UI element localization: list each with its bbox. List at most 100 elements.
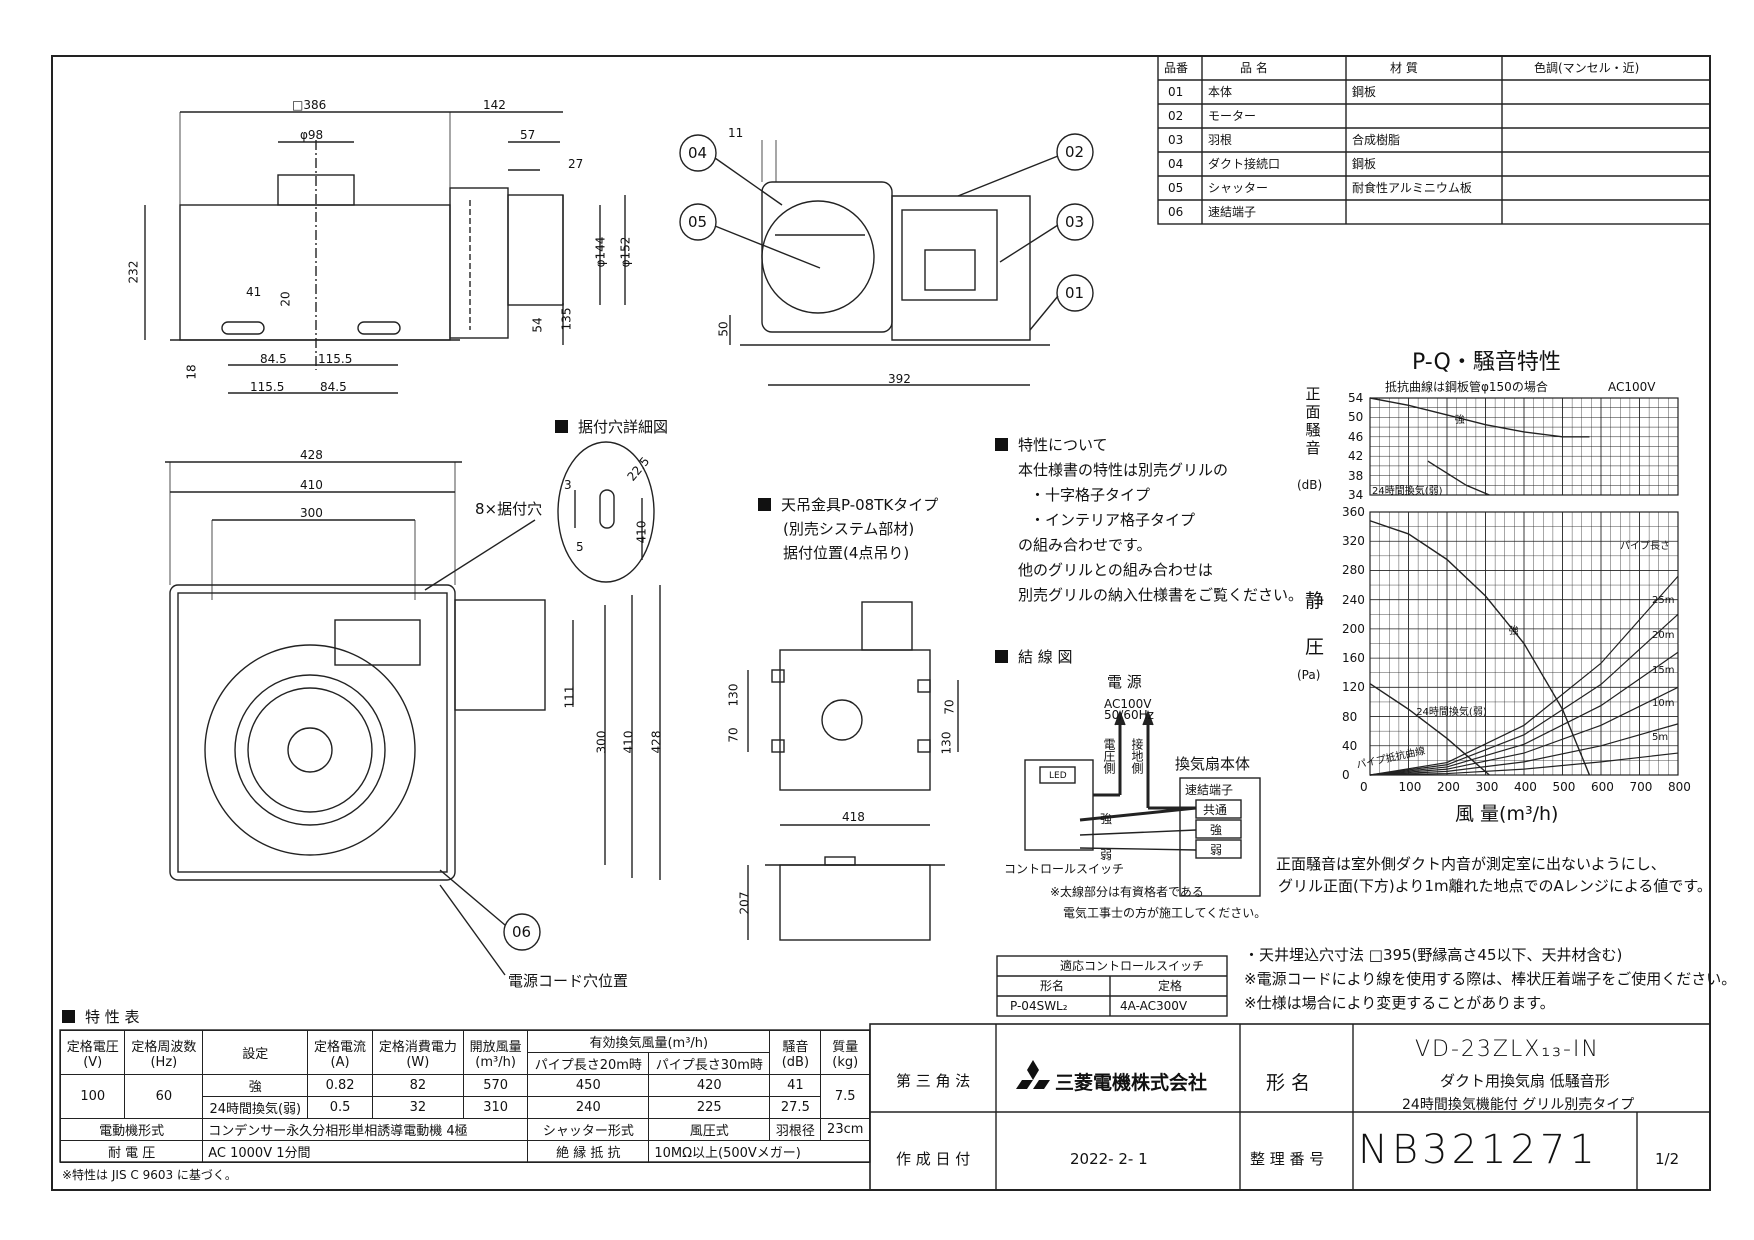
noise-tick-label: 42 xyxy=(1348,449,1364,464)
spec-airflow: 310 xyxy=(462,1096,529,1119)
mount-hole-detail-drawing xyxy=(557,441,655,583)
x-tick-label: 400 xyxy=(1514,780,1537,794)
pressure-curve xyxy=(1369,520,1591,776)
dim-label: φ98 xyxy=(300,128,324,142)
mitsubishi-logo xyxy=(1016,1060,1050,1089)
switch-header: 定格 xyxy=(1158,979,1183,993)
front-view-drawing xyxy=(679,133,1094,386)
series-label: 24時間換気(弱) xyxy=(1416,706,1487,718)
dim-label: 18 xyxy=(184,364,199,380)
series-label: 強 xyxy=(1508,626,1519,638)
spec-header: 質量(kg) xyxy=(820,1030,870,1075)
spec-table: 定格電圧(V) 定格周波数(Hz) 設定 定格電流(A) 定格消費電力(W) 開… xyxy=(59,1030,870,1163)
pipe-resistance-curve xyxy=(1369,686,1679,776)
pressure-tick-label: 40 xyxy=(1342,738,1358,753)
model-label: 形 名 xyxy=(1266,1072,1311,1094)
dim-label: 142 xyxy=(483,98,506,112)
terminal-strong: 強 xyxy=(1210,823,1223,837)
pipe-resistance-curve xyxy=(1369,723,1679,776)
dim-label: 5 xyxy=(576,540,584,554)
spec-current: 0.5 xyxy=(307,1096,373,1119)
x-tick-label: 300 xyxy=(1475,780,1499,794)
terminal-common: 共通 xyxy=(1203,803,1228,817)
spec-eff30: 225 xyxy=(648,1096,771,1119)
withstand-value: AC 1000V 1分間 xyxy=(202,1140,529,1163)
spec-eff20: 450 xyxy=(527,1074,650,1097)
callout-02: 02 xyxy=(1065,143,1085,161)
bottom-view-drawing xyxy=(165,461,661,976)
dim-label: 130 xyxy=(726,683,741,707)
pressure-axis-label-1: 静 xyxy=(1305,590,1325,612)
parts-cell: 02 xyxy=(1168,109,1184,123)
spec-header: 設定 xyxy=(202,1030,309,1075)
fan-body-label: 換気扇本体 xyxy=(1175,755,1251,773)
spec-noise: 27.5 xyxy=(769,1096,822,1119)
dim-label: 57 xyxy=(520,128,536,142)
model-number: VD-23ZLX₁₃-IN xyxy=(1415,1037,1600,1062)
x-axis-label: 風 量(m³/h) xyxy=(1455,803,1559,825)
spec-power: 82 xyxy=(371,1074,464,1097)
projection-label: 第 三 角 法 xyxy=(896,1072,971,1090)
model-description-1: ダクト用換気扇 低騒音形 xyxy=(1440,1072,1610,1090)
parts-cell: 06 xyxy=(1168,205,1184,219)
dim-label: φ152 xyxy=(618,236,633,268)
switch-rating: 4A-AC300V xyxy=(1120,999,1188,1013)
pipe-length-label: 5m xyxy=(1652,732,1669,744)
model-description-2: 24時間換気機能付 グリル別売タイプ xyxy=(1402,1097,1635,1113)
insulation-value: 10MΩ以上(500Vメガー) xyxy=(648,1140,870,1163)
dim-label: 111 xyxy=(562,685,577,709)
x-tick-label: 800 xyxy=(1668,780,1691,794)
x-tick-label: 600 xyxy=(1591,780,1614,794)
insulation-label: 絶 縁 抵 抗 xyxy=(527,1140,650,1163)
power-label: 電 源 xyxy=(1107,673,1142,691)
parts-cell: 04 xyxy=(1168,157,1184,171)
parts-cell: 05 xyxy=(1168,181,1184,195)
dim-label: □386 xyxy=(292,98,327,112)
callout-03: 03 xyxy=(1065,213,1085,231)
series-label: 24時間換気(弱) xyxy=(1372,486,1443,498)
dim-label: 11 xyxy=(728,126,744,140)
switch-table-title: 適応コントロールスイッチ xyxy=(1060,959,1205,973)
hanger-drawing xyxy=(747,601,959,941)
spec-eff30: 420 xyxy=(648,1074,771,1097)
dim-label: 20 xyxy=(278,291,293,307)
x-tick-label: 500 xyxy=(1552,780,1576,794)
mount-holes-label: 8×据付穴 xyxy=(475,500,543,518)
spec-header: 定格周波数(Hz) xyxy=(124,1030,204,1075)
wiring-note-2: 電気工事士の方が施工してください。 xyxy=(1063,906,1267,920)
mount-detail-title: 据付穴詳細図 xyxy=(555,418,668,436)
blade-label: 羽根径 xyxy=(769,1118,822,1141)
motor-label: 電動機形式 xyxy=(59,1118,204,1141)
chart-voltage: AC100V xyxy=(1608,380,1656,394)
spec-header: 開放風量(m³/h) xyxy=(462,1030,529,1075)
ground-side-label: 接地側 xyxy=(1130,738,1144,774)
spec-current: 0.82 xyxy=(307,1074,373,1097)
spec-airflow: 570 xyxy=(462,1074,529,1097)
pressure-unit: (Pa) xyxy=(1297,668,1321,682)
pipe-resistance-curve xyxy=(1369,613,1679,776)
shutter-value: 風圧式 xyxy=(648,1118,771,1141)
noise-tick-label: 38 xyxy=(1348,468,1364,483)
dim-label: 54 xyxy=(530,317,545,333)
wiring-diagram-drawing xyxy=(1024,710,1261,897)
spec-table-title: 特 性 表 xyxy=(62,1008,140,1026)
terminal-weak: 弱 xyxy=(1210,843,1223,857)
dim-label: 418 xyxy=(842,810,865,824)
hanger-subtitle: (別売システム部材) xyxy=(783,520,915,538)
pressure-tick-label: 200 xyxy=(1342,621,1365,636)
dim-label: 300 xyxy=(594,730,609,754)
spec-header: 定格電圧(V) xyxy=(59,1030,126,1075)
pressure-tick-label: 0 xyxy=(1342,768,1350,782)
chart-footnote-1: 正面騒音は室外側ダクト内音が測定室に出ないようにし、 xyxy=(1276,855,1666,873)
parts-header: 材 質 xyxy=(1390,61,1418,75)
x-tick-label: 100 xyxy=(1398,780,1422,794)
spec-header: 有効換気風量(m³/h) xyxy=(527,1030,771,1053)
noise-tick-label: 50 xyxy=(1348,410,1364,425)
sheet-number: 1/2 xyxy=(1655,1150,1680,1168)
mounting-note: ※仕様は場合により変更することがあります。 xyxy=(1244,994,1555,1012)
noise-tick-label: 34 xyxy=(1348,488,1364,502)
parts-cell: 本体 xyxy=(1208,85,1233,99)
parts-cell: 03 xyxy=(1168,133,1184,147)
motor-value: コンデンサー永久分相形単相誘導電動機 4極 xyxy=(202,1118,529,1141)
callout-04: 04 xyxy=(688,144,708,162)
